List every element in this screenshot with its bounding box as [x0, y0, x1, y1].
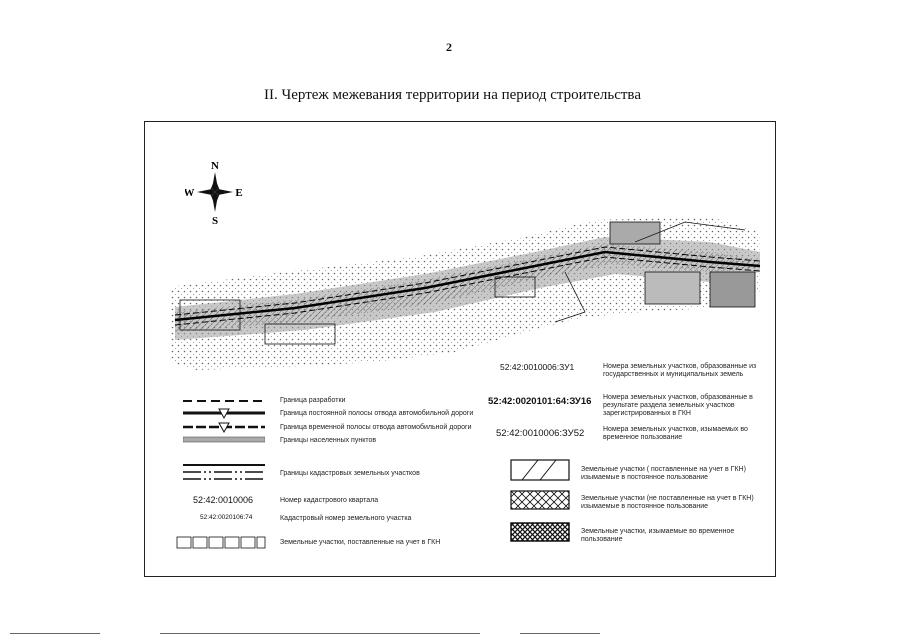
compass-w: W: [185, 187, 195, 199]
code-zu1: 52:42:0010006:ЗУ1: [500, 362, 575, 372]
legend-boundary-dev: Граница разработки: [280, 397, 346, 404]
scan-artifact-line: [520, 633, 600, 634]
legend-cadastral-boundaries: Границы кадастровых земельных участков: [280, 470, 420, 477]
compass-star-icon: N S W E: [184, 160, 243, 227]
legend-label3: Номера земельных участков, изымаемых во …: [603, 426, 748, 441]
compass-e: E: [235, 187, 242, 199]
settlements-symbol: [183, 436, 265, 443]
legend-permanent-strip: Граница постоянной полосы отвода автомоб…: [280, 410, 474, 417]
hatch-temporary-icon: [510, 522, 570, 542]
road-map-drawing: [170, 217, 761, 370]
code-zu52: 52:42:0010006:ЗУ52: [496, 428, 585, 439]
hatch-permanent-unregistered-icon: [510, 490, 570, 510]
registered-parcels-symbol: [176, 536, 266, 549]
compass-rose: N S W E: [184, 158, 245, 228]
temporary-strip-symbol: [183, 422, 265, 434]
legend-hatch2: Земельные участки (не поставленные на уч…: [581, 495, 754, 510]
page-title: II. Чертеж межевания территории на перио…: [264, 87, 641, 103]
compass-n: N: [211, 160, 219, 172]
legend-settlements: Границы населенных пунктов: [280, 437, 377, 444]
map-frame: [144, 121, 776, 577]
parcel-code: 52:42:0020106:74: [200, 514, 253, 521]
legend-hatch1: Земельные участки ( поставленные на учет…: [581, 466, 746, 481]
hatch-permanent-registered-icon: [510, 459, 570, 481]
page-number: 2: [446, 40, 452, 54]
legend-label1: Номера земельных участков, образованные …: [603, 363, 757, 378]
code-zu16: 52:42:0020101:64:ЗУ16: [488, 396, 592, 407]
permanent-strip-symbol: [183, 408, 265, 420]
scan-artifact-line: [160, 633, 480, 634]
legend-temporary-strip: Граница временной полосы отвода автомоби…: [280, 424, 472, 431]
scan-artifact-line: [10, 633, 100, 634]
legend-label2: Номера земельных участков, образованные …: [603, 394, 753, 417]
legend-registered-label: Земельные участки, поставленные на учет …: [280, 539, 441, 546]
legend-hatch3: Земельные участки, изымаемые во временно…: [581, 528, 735, 543]
cadastral-boundaries-symbol: [183, 464, 265, 480]
boundary-dev-symbol: [183, 400, 265, 402]
legend-parcel-label: Кадастровый номер земельного участка: [280, 515, 412, 522]
quarter-code: 52:42:0010006: [193, 495, 254, 505]
compass-s: S: [212, 215, 218, 227]
legend-quarter-label: Номер кадастрового квартала: [280, 497, 379, 504]
